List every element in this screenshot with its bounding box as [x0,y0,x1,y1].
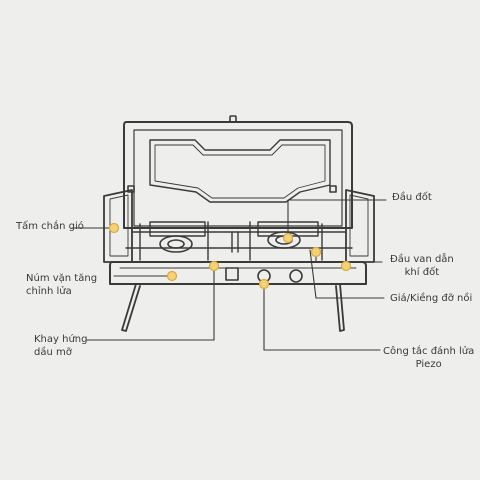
marker-drip-tray [208,260,220,272]
label-drip-tray: Khay hứng dầu mỡ [34,334,88,358]
label-wind-shield: Tấm chắn gió [16,221,84,232]
burners [159,231,301,253]
marker-windshield [108,222,120,234]
label-gas-valve: Đầu van dẫn khí đốt [390,254,454,278]
stove-lid [123,115,353,229]
marker-gas-valve [310,246,322,258]
marker-knob [166,270,178,282]
marker-piezo [258,278,270,290]
stove-legs [121,283,345,332]
marker-burner [282,232,294,244]
stove-base [109,261,367,285]
label-flame-knob: Núm vặn tăng chỉnh lửa [26,273,98,297]
callout-markers [108,222,352,290]
label-pot-support: Giá/Kiềng đỡ nồi [390,293,473,304]
label-burner: Đầu đốt [392,192,432,203]
windshields [103,185,375,263]
marker-pot-support [340,260,352,272]
label-piezo-igniter: Công tắc đánh lửa Piezo [383,346,475,370]
